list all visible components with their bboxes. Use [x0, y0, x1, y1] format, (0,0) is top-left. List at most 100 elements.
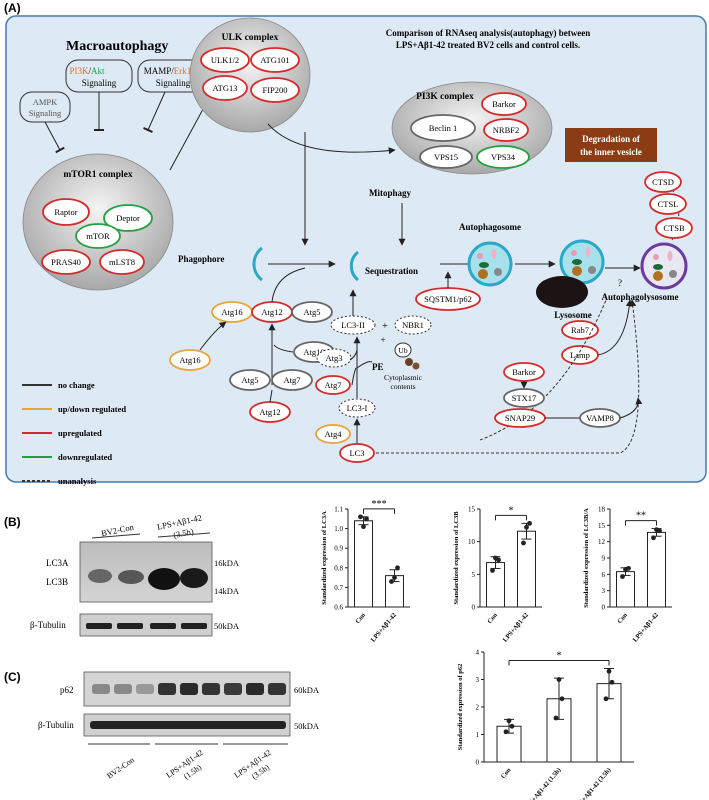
- ulk12-label: ULK1/2: [211, 55, 239, 65]
- y-tick-label: 18: [598, 506, 606, 514]
- rab7-label: Rab7: [571, 325, 589, 335]
- bar: [616, 571, 635, 608]
- deptor-node: [103, 204, 153, 232]
- blot-b-16kda: 16kDA: [214, 558, 240, 568]
- category-label: Con: [354, 611, 367, 625]
- p62-band-6: [202, 683, 220, 695]
- atg12-complex-to-phagophore: [271, 267, 306, 303]
- data-point: [361, 524, 366, 530]
- y-tick-label: 1.1: [334, 506, 343, 514]
- pi3k-akt-signaling: PI3K/Akt Signaling: [65, 59, 133, 93]
- ctsd-node: [644, 171, 682, 193]
- legend-label-1: up/down regulated: [58, 404, 126, 414]
- ub-label: Ub: [398, 346, 407, 355]
- atg3-node: [316, 348, 352, 368]
- atg7-node-right: [315, 375, 351, 395]
- atg101-node: [250, 47, 300, 73]
- pi3k-signal-label: PI3K: [69, 66, 89, 76]
- y-tick-label: 12: [598, 538, 606, 546]
- p62-band-4: [158, 683, 176, 695]
- y-tick-label: 4: [476, 649, 480, 657]
- data-point: [521, 540, 526, 546]
- mtor-node: [75, 223, 121, 249]
- cytoplasmic-line1: Cytoplasmic: [384, 373, 423, 382]
- p62-band-2: [114, 684, 132, 694]
- autophagolysosome-label: Autophagolysosome: [601, 292, 678, 302]
- blot-b-tubulin-label: β-Tubulin: [30, 620, 66, 630]
- blot-b-group1-line: [91, 533, 141, 539]
- atg16-label-top: Atg16: [221, 307, 242, 317]
- atg12-label-bottom: Atg12: [259, 407, 280, 417]
- mamp-to-mtor-inhibition: [143, 91, 166, 133]
- degradation-line2: the inner vesicle: [580, 147, 642, 157]
- phagophore-shape: [252, 246, 263, 282]
- p62-band-3: [136, 684, 154, 694]
- y-axis-label: Standardized expression of LC3B/A: [583, 508, 590, 608]
- ulk12-node: [200, 47, 250, 73]
- autophagosome-shape: [467, 241, 513, 287]
- data-point: [509, 723, 515, 729]
- atg16-node-left: [169, 349, 211, 371]
- diagram-title-line1: Comparison of RNAseq analysis(autophagy)…: [386, 28, 591, 38]
- ctsb-label: CTSB: [663, 223, 685, 233]
- lc3ii-node: [330, 315, 376, 335]
- y-tick-label: 3: [476, 676, 480, 684]
- legend-label-2: upregulated: [58, 428, 102, 438]
- lamp-label: Lamp: [570, 350, 590, 360]
- akt-signal-label: Akt: [91, 66, 105, 76]
- sequestration-shape: [349, 250, 360, 282]
- data-point: [490, 568, 495, 573]
- y-tick-label: 5: [472, 571, 476, 579]
- atg16-to-complex-arrow: [199, 321, 227, 351]
- data-point: [506, 718, 512, 724]
- atg13-label: ATG13: [212, 83, 237, 93]
- y-tick-label: 0.7: [334, 584, 343, 592]
- degradation-line1: Degradation of: [582, 134, 641, 144]
- significance-label: ***: [372, 499, 387, 510]
- lc3-band-2: [118, 570, 144, 584]
- barkor2-label: Barkor: [512, 367, 536, 377]
- atg7-label-bottom: Atg7: [284, 375, 301, 385]
- category-label: LPS+Aβ1-42: [502, 612, 530, 644]
- atg7-to-lc3-link: [351, 367, 357, 386]
- lysosome-label: Lysosome: [554, 310, 592, 320]
- beclin-node: [410, 114, 476, 142]
- atg10-label: Atg10: [303, 347, 324, 357]
- data-point: [626, 565, 631, 571]
- data-point: [364, 516, 369, 522]
- ubiquitin-cargo: Ub: [394, 342, 420, 370]
- atg4-node: [315, 424, 351, 444]
- blot-b-group2-line2: (3.5h): [172, 526, 194, 540]
- p62-band-9: [268, 683, 286, 695]
- lc3-to-autophagolysosome-dashed: [376, 299, 640, 454]
- y-tick-label: 0: [472, 604, 476, 612]
- tubulin-b-band-3: [150, 623, 176, 629]
- phagophore-label: Phagophore: [178, 254, 224, 264]
- vps15-node: [419, 145, 473, 169]
- p62-band-1: [92, 684, 110, 694]
- atg3-label: Atg3: [326, 353, 343, 363]
- y-tick-label: 9: [602, 555, 606, 563]
- data-point: [389, 579, 394, 584]
- data-point: [553, 715, 559, 721]
- degradation-box: [565, 128, 657, 162]
- blot-b-group2-line: [157, 532, 211, 538]
- pras40-label: PRAS40: [51, 257, 81, 267]
- vps34-node: [476, 145, 530, 169]
- tubulin-c-band: [90, 721, 286, 729]
- panel-label-b: (B): [4, 515, 21, 529]
- lc3-band-1: [88, 569, 112, 583]
- tubulin-b-band-1: [86, 623, 112, 629]
- raptor-node: [42, 198, 90, 226]
- mlst8-label: mLST8: [109, 257, 135, 267]
- atg101-label: ATG101: [260, 55, 289, 65]
- barkor-node: [481, 92, 527, 116]
- y-axis-label: Standardized expression of p62: [457, 664, 464, 751]
- atg5-label-bottom: Atg5: [242, 375, 259, 385]
- atg16-label-left: Atg16: [179, 355, 200, 365]
- p62-band-8: [246, 683, 264, 695]
- ctsb-node: [655, 217, 693, 239]
